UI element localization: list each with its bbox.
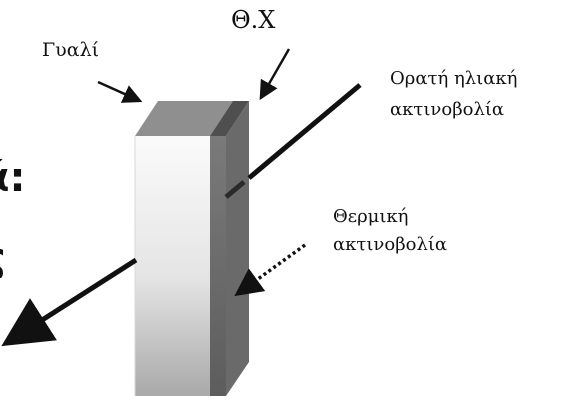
glass-pointer-arrow [97,80,143,103]
visible-solar-ray-outside [247,83,362,180]
thermal-radiation-arrow [234,243,307,297]
glass-top-face [135,101,233,136]
glass-front-face [135,136,210,396]
visible-solar-label-line2: ακτινοβολία [390,99,505,120]
visible-solar-ray-inside [1,257,138,347]
visible-solar-ray-through [224,180,246,199]
cropped-heading-fragment-1: ά: [0,158,24,198]
coating-top-face [210,101,249,136]
cropped-heading-fragment-2: ς [0,238,24,278]
visible-solar-label-line1: Ορατή ηλιακή [390,68,518,89]
thermal-label-line2: ακτινοβολία [333,234,448,255]
coating-pointer-arrow [259,48,291,101]
glass-label: Γυαλί [42,39,100,61]
coating-label: Θ.Χ [231,6,276,34]
coating-front-face [210,136,226,396]
coating-side-face [226,101,249,396]
thermal-label-line1: Θερμική [333,206,409,227]
